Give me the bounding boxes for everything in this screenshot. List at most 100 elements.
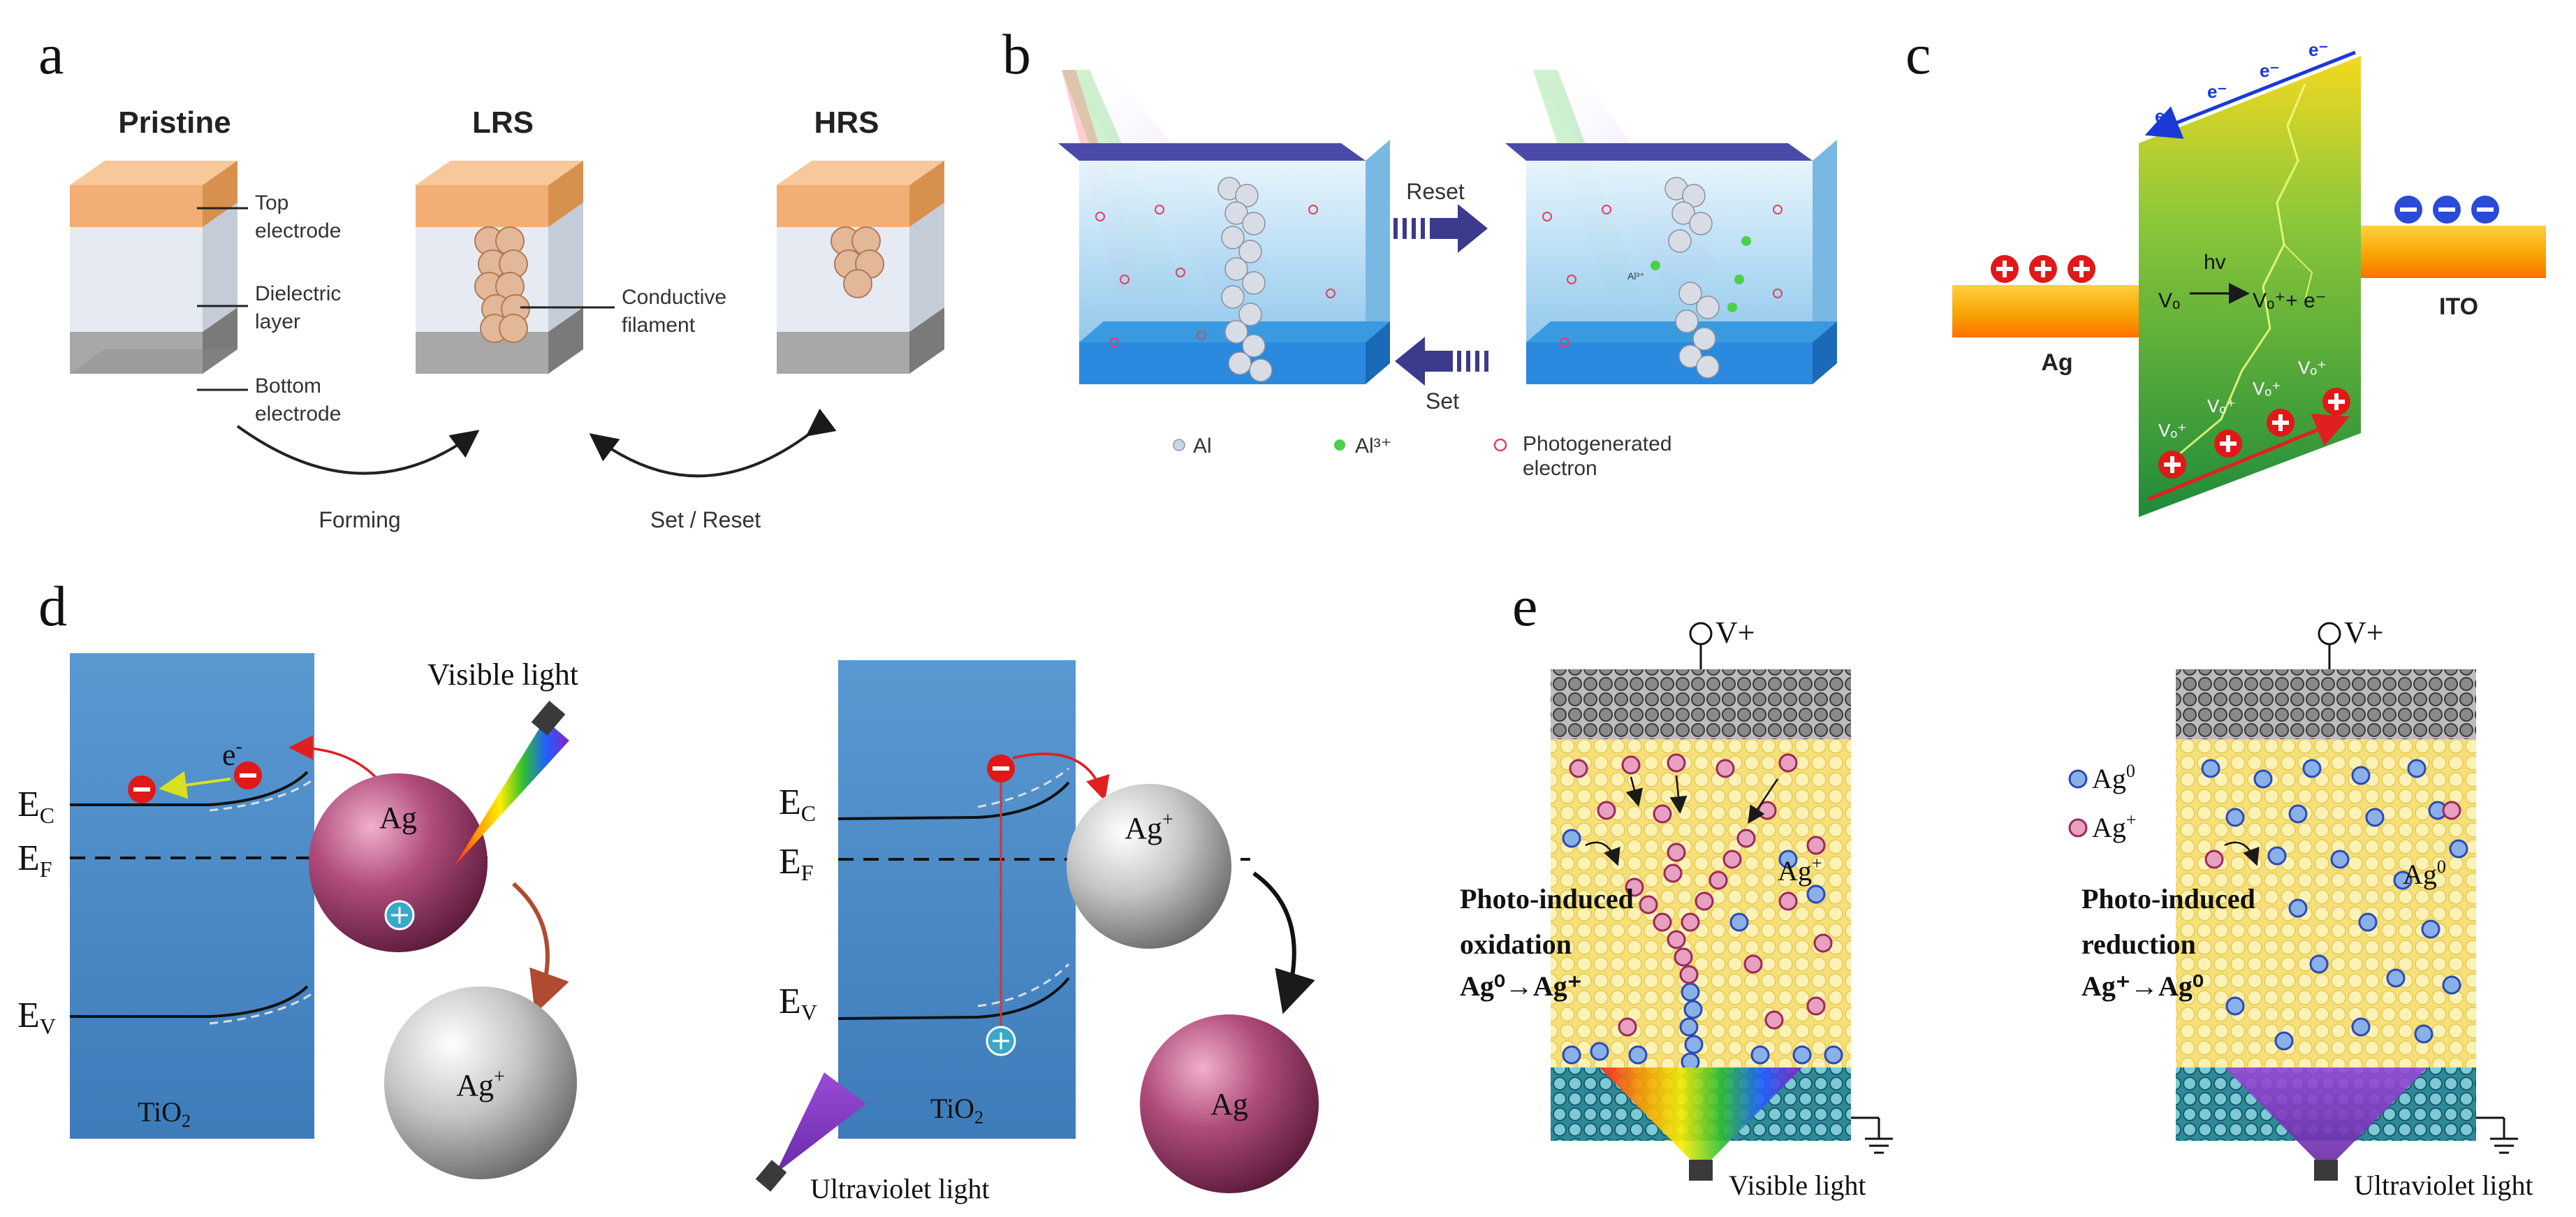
electron-label-d: e- <box>222 736 242 772</box>
electron-4: e⁻ <box>2308 39 2328 60</box>
label-filament-1: Conductive <box>622 286 726 309</box>
ag-sphere-right <box>1140 1014 1319 1193</box>
top-electrode-left <box>1551 669 1851 739</box>
reaction-left: Vₒ <box>2158 289 2180 312</box>
arrow-setreset: Set / Reset <box>650 507 761 532</box>
panel-b: b <box>1002 22 1837 480</box>
svg-text:Vₒ⁺: Vₒ⁺ <box>2207 395 2236 416</box>
panel-letter-c: c <box>1905 22 1931 86</box>
ox-3: Ag⁰→Ag⁺ <box>1460 970 1582 1002</box>
legend-ag0-icon <box>2068 769 2088 789</box>
panel-d: d EC EF EV TiO2 e- Ag Visible light Ag+ <box>17 574 1319 1204</box>
forming-arrow <box>236 425 480 475</box>
panel-a: a Pristine LRS HRS <box>38 22 944 532</box>
label-bottom-2: electrode <box>255 402 341 425</box>
ev-label-left: EV <box>17 996 56 1039</box>
set-arrow <box>1395 337 1488 386</box>
visible-light-label-e: Visible light <box>1729 1169 1866 1201</box>
cell-lrs <box>416 161 583 374</box>
agplus-branches-left <box>1625 829 1756 984</box>
label-dielectric-1: Dielectric <box>255 282 341 305</box>
legend-al-icon <box>1173 439 1185 451</box>
arrow-reset: Reset <box>1406 179 1465 204</box>
drift-arrows-left <box>1585 775 1779 866</box>
ox-2: oxidation <box>1460 928 1572 960</box>
ag0-atoms-left <box>1562 829 1843 1065</box>
red-2: reduction <box>2081 928 2196 960</box>
al3-ions-right <box>1651 236 1751 312</box>
visible-source-e <box>1689 1160 1713 1181</box>
label-filament-2: filament <box>622 314 696 337</box>
ag-positive-charges <box>1991 255 2095 283</box>
electrode-right: ITO <box>2439 293 2478 320</box>
top-electrode-right <box>2176 669 2476 739</box>
conductive-filament <box>474 226 530 343</box>
panel-letter-d: d <box>38 574 67 638</box>
reaction-hv: hv <box>2204 251 2226 274</box>
electron-flow-arrow <box>2144 50 2356 139</box>
visible-light-source <box>531 701 566 736</box>
ion-label: Al³⁺ <box>1627 270 1645 282</box>
label-bottom-1: Bottom <box>255 374 321 398</box>
panel-letter-e: e <box>1512 574 1537 638</box>
label-top-2: electrode <box>255 219 341 242</box>
ef-label-right: EF <box>779 842 814 885</box>
panel-c: c e⁻ e⁻ e⁻ e⁻ Ag ITO hv Vₒ Vₒ⁺+ e⁻ <box>1905 22 2546 517</box>
uv-light-label-e: Ultraviolet light <box>2354 1169 2533 1201</box>
svg-text:Vₒ⁺: Vₒ⁺ <box>2158 420 2187 441</box>
valence-band-left <box>70 985 309 1018</box>
voltage-right: V+ <box>2344 615 2384 650</box>
ev-label-right: EV <box>779 982 817 1025</box>
ec-label-right: EC <box>779 782 816 826</box>
state-pristine: Pristine <box>118 105 230 140</box>
panel-letter-b: b <box>1002 22 1031 86</box>
agplus-sphere-right <box>1067 784 1231 949</box>
ag-sphere-left <box>309 773 488 952</box>
reduction-transfer-arrow <box>1012 752 1110 801</box>
agplus-ions-right <box>2204 801 2461 869</box>
electron-transfer-arrow <box>159 771 231 799</box>
ito-electrode <box>2361 226 2546 278</box>
visible-light-beam <box>454 720 569 866</box>
label-top-1: Top <box>255 191 288 214</box>
cell-pristine <box>70 161 237 374</box>
tio2-label-right: TiO2 <box>930 1093 983 1128</box>
photo-electrons-left <box>1095 205 1335 347</box>
filament-left <box>1679 982 1704 1072</box>
svg-text:Vₒ⁺: Vₒ⁺ <box>2253 378 2281 399</box>
legend-al3: Al³⁺ <box>1355 435 1392 458</box>
vacancy-charges <box>2158 388 2350 479</box>
matrix-right <box>2176 739 2476 1067</box>
setreset-arrow <box>589 408 837 478</box>
agplus-label-right: Ag+ <box>1125 809 1173 845</box>
state-lrs: LRS <box>472 105 534 140</box>
drift-arrow-right <box>2224 841 2260 866</box>
uv-light-beam <box>775 1072 866 1174</box>
terminal-left <box>1689 622 1713 646</box>
electron-2: e⁻ <box>2207 81 2227 102</box>
ground-left <box>1851 1116 1893 1154</box>
residual-filament <box>830 226 884 298</box>
uv-light-label-d: Ultraviolet light <box>810 1173 990 1204</box>
state-hrs: HRS <box>814 105 879 140</box>
switching-layer <box>2139 56 2361 517</box>
device-box-right: Al³⁺ <box>1505 140 1837 384</box>
arrow-forming: Forming <box>319 507 400 532</box>
red-3: Ag⁺→Ag⁰ <box>2081 970 2204 1002</box>
visible-light-label-d: Visible light <box>427 657 578 692</box>
electron-3: e⁻ <box>2260 60 2279 81</box>
reset-arrow <box>1393 204 1488 253</box>
ag-label-right: Ag <box>1210 1087 1248 1121</box>
conduction-path <box>2179 83 2306 456</box>
pointer-lines-a <box>197 207 615 391</box>
red-1: Photo-induced <box>2081 883 2255 914</box>
ag0-label-e: Ag0 <box>2403 857 2446 890</box>
oxidation-arrow-d <box>512 882 569 1014</box>
valence-band-right <box>837 977 1070 1020</box>
ag-electrode <box>1952 285 2141 337</box>
legend-agplus: Ag+ <box>2092 810 2137 843</box>
al-filament-right <box>1664 177 1720 379</box>
vacancy-flow-arrow <box>2147 414 2350 502</box>
conduction-band-right <box>837 781 1070 820</box>
